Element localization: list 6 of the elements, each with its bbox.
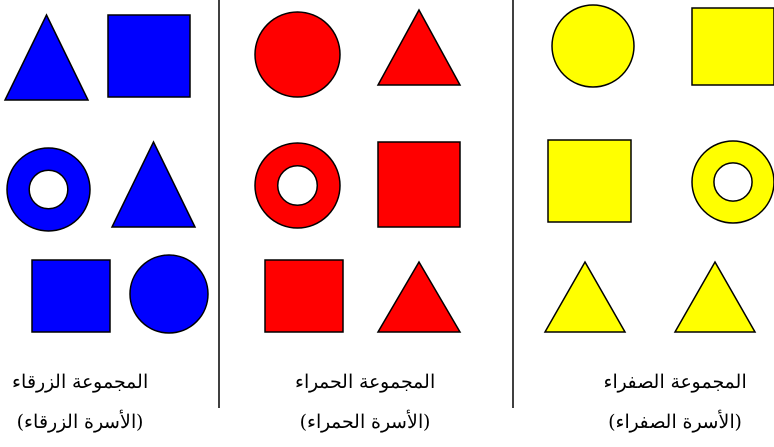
subtitle-label: (الأسرة الزرقاء) (16, 410, 144, 433)
group-label: المجموعة الزرقاء (12, 370, 148, 393)
group-label: المجموعة الحمراء (294, 370, 436, 393)
subtitle-label: (الأسرة الصفراء) (608, 410, 742, 433)
subtitle-label: (الأسرة الحمراء) (300, 410, 430, 433)
group-label: المجموعة الصفراء (603, 370, 747, 393)
